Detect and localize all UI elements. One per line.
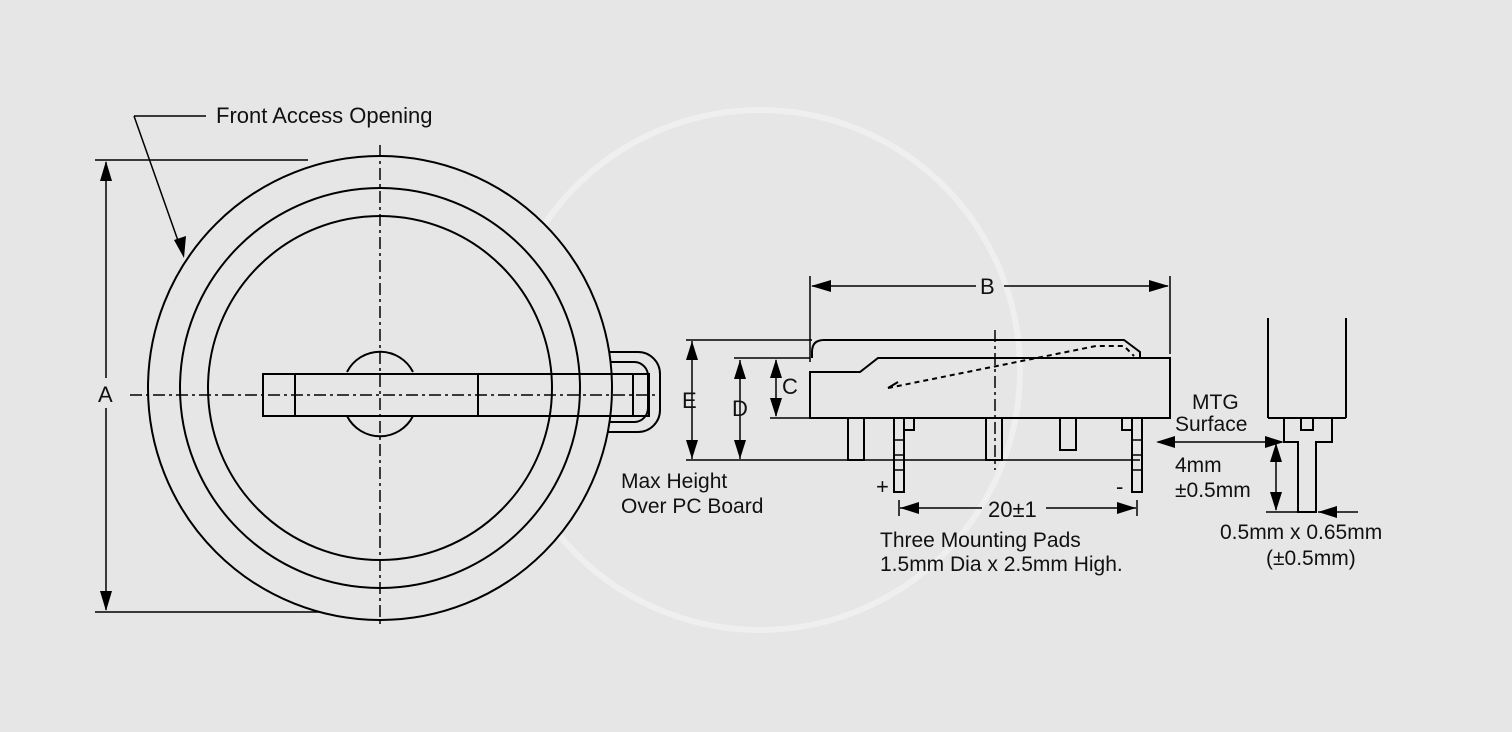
- pitch-label: 20±1: [988, 497, 1037, 522]
- standoff-dimension: [1266, 443, 1300, 513]
- dimension-c: [770, 359, 810, 419]
- dimension-d: [734, 357, 810, 459]
- surface-label: Surface: [1175, 413, 1247, 436]
- side-view: + - B E D: [621, 274, 1171, 576]
- dimension-a: [95, 159, 320, 613]
- pin-detail-view: MTG Surface 4mm ±0.5mm 0.5mm x 0.65mm (±…: [1156, 318, 1382, 570]
- mounting-pad: [1059, 417, 1077, 451]
- hub-top: [346, 350, 414, 373]
- pin-positive: [893, 417, 915, 493]
- pin-size-label-1: 0.5mm x 0.65mm: [1220, 521, 1382, 544]
- max-height-label-1: Max Height: [621, 470, 727, 493]
- spring-hidden-line: [887, 345, 1135, 389]
- front-access-label: Front Access Opening: [216, 103, 432, 128]
- dimension-b: [809, 276, 1171, 362]
- standoff-label-1: 4mm: [1175, 454, 1222, 477]
- dim-e-label: E: [682, 388, 697, 413]
- dimension-e: [686, 339, 812, 459]
- minus-label: -: [1116, 474, 1123, 499]
- dim-a-label: A: [98, 382, 113, 407]
- mtg-surface-arrow: [1156, 436, 1284, 448]
- front-view: A Front Access Opening: [95, 103, 661, 625]
- pin-width-arrow: [1318, 506, 1358, 518]
- standoff-label-2: ±0.5mm: [1175, 479, 1251, 502]
- pin-size-label-2: (±0.5mm): [1266, 547, 1356, 570]
- pin-negative: [1121, 417, 1143, 493]
- spring-contact: [811, 339, 1141, 358]
- mounting-pads-label-2: 1.5mm Dia x 2.5mm High.: [880, 553, 1123, 576]
- pitch-dimension: [898, 500, 1138, 516]
- dim-c-label: C: [782, 374, 798, 399]
- plus-label: +: [876, 474, 889, 499]
- mounting-pad: [847, 417, 865, 461]
- side-body: [809, 357, 1171, 419]
- dim-d-label: D: [732, 396, 748, 421]
- hub-bottom: [346, 415, 414, 438]
- mtg-label: MTG: [1192, 391, 1239, 414]
- mounting-pads-label-1: Three Mounting Pads: [880, 529, 1081, 552]
- max-height-label-2: Over PC Board: [621, 495, 763, 518]
- front-access-leader: [133, 115, 206, 258]
- dim-b-label: B: [980, 274, 995, 299]
- pin-profile: [1283, 418, 1333, 513]
- mounting-pad: [985, 417, 1003, 461]
